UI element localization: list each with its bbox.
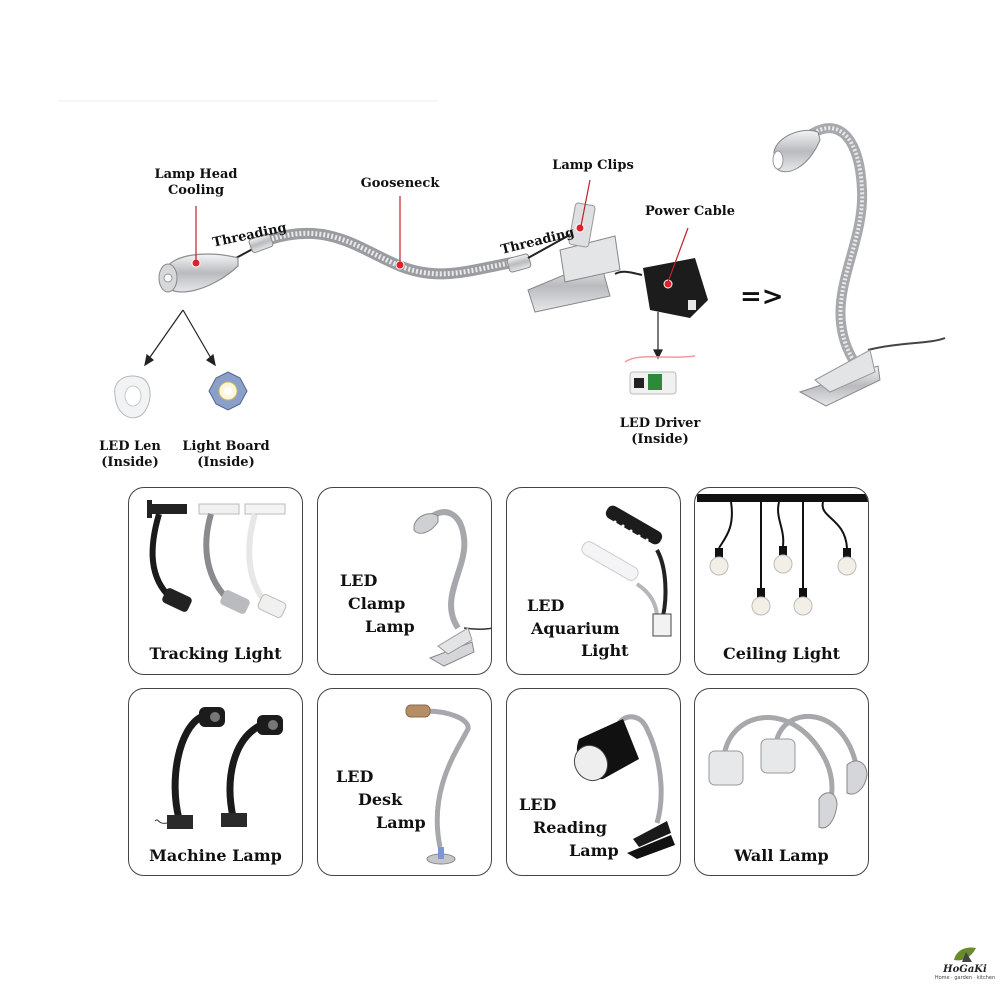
- card-wall-lamp-caption: Wall Lamp: [734, 846, 829, 865]
- card-led-aquarium-light: LED Aquarium Light: [506, 487, 681, 675]
- card-aquarium-line2: Aquarium: [531, 619, 620, 638]
- clamp-lamp-image: [413, 509, 491, 667]
- label-lamp-head-line2: Cooling: [167, 183, 225, 198]
- brand-logo-name: HoGaKi: [943, 964, 987, 975]
- label-led-driver: LED Driver (Inside): [615, 416, 705, 448]
- label-light-board: Light Board (Inside): [180, 439, 272, 471]
- brand-logo: HoGaKi Home · garden · kitchen: [934, 944, 996, 994]
- brand-logo-tagline: Home · garden · kitchen: [934, 975, 996, 981]
- card-desk-line3: Lamp: [376, 813, 426, 832]
- card-clamp-line2: Clamp: [348, 594, 406, 613]
- label-lamp-clips: Lamp Clips: [552, 158, 634, 173]
- label-led-driver-line1: LED Driver: [619, 416, 701, 431]
- card-desk-line2: Desk: [358, 790, 403, 809]
- card-desk-line1: LED: [336, 767, 374, 786]
- card-reading-line1: LED: [519, 795, 557, 814]
- tracking-light-image: [147, 500, 287, 618]
- lamp-clip-marker: [575, 223, 585, 233]
- label-light-board-line1: Light Board: [182, 439, 270, 454]
- card-led-reading-lamp: LED Reading Lamp: [506, 688, 681, 876]
- ceiling-light-image: [697, 494, 868, 616]
- card-clamp-line3: Lamp: [365, 617, 415, 636]
- card-machine-lamp-caption: Machine Lamp: [149, 846, 282, 865]
- label-led-len: LED Len (Inside): [94, 439, 166, 471]
- card-reading-line2: Reading: [533, 818, 607, 837]
- wall-lamp-image: [708, 714, 868, 829]
- card-led-clamp-lamp: LED Clamp Lamp: [317, 487, 492, 675]
- label-power-cable: Power Cable: [644, 204, 735, 219]
- label-gooseneck: Gooseneck: [360, 176, 440, 191]
- label-lamp-head: Lamp Head Cooling: [148, 167, 244, 199]
- desk-lamp-image: [405, 704, 471, 865]
- card-aquarium-line1: LED: [527, 596, 565, 615]
- light-board-shape: [208, 371, 248, 411]
- label-lamp-head-line1: Lamp Head: [154, 167, 238, 182]
- card-tracking-light-caption: Tracking Light: [149, 644, 282, 663]
- power-adapter-shape: [614, 258, 708, 318]
- gooseneck-shape: [262, 227, 521, 280]
- leaf-icon: [954, 947, 976, 962]
- led-lens-shape: [114, 375, 151, 419]
- card-reading-line3: Lamp: [569, 841, 619, 860]
- reading-lamp-image: [573, 714, 675, 859]
- label-led-len-line2: (Inside): [101, 455, 159, 470]
- lamp-parts-diagram: [58, 100, 946, 419]
- label-led-len-line1: LED Len: [99, 439, 161, 454]
- card-ceiling-light-caption: Ceiling Light: [722, 644, 841, 663]
- lamp-clip-shape: [527, 202, 621, 313]
- aquarium-light-image: [581, 505, 672, 637]
- card-tracking-light: Tracking Light: [128, 487, 303, 675]
- label-light-board-line2: (Inside): [197, 455, 255, 470]
- label-led-driver-line2: (Inside): [631, 432, 689, 447]
- machine-lamp-image: [154, 707, 283, 829]
- card-wall-lamp: Wall Lamp: [694, 688, 869, 876]
- led-driver-shape: [624, 355, 696, 395]
- card-clamp-line1: LED: [340, 571, 378, 590]
- power-cable-marker: [663, 279, 673, 289]
- assembly-arrow: =>: [740, 282, 784, 312]
- card-ceiling-light: Ceiling Light: [694, 487, 869, 675]
- assembled-clamp-lamp: [772, 123, 946, 407]
- lamp-head-shape: [158, 253, 239, 293]
- card-aquarium-line3: Light: [581, 641, 629, 660]
- card-led-desk-lamp: LED Desk Lamp: [317, 688, 492, 876]
- card-machine-lamp: Machine Lamp: [128, 688, 303, 876]
